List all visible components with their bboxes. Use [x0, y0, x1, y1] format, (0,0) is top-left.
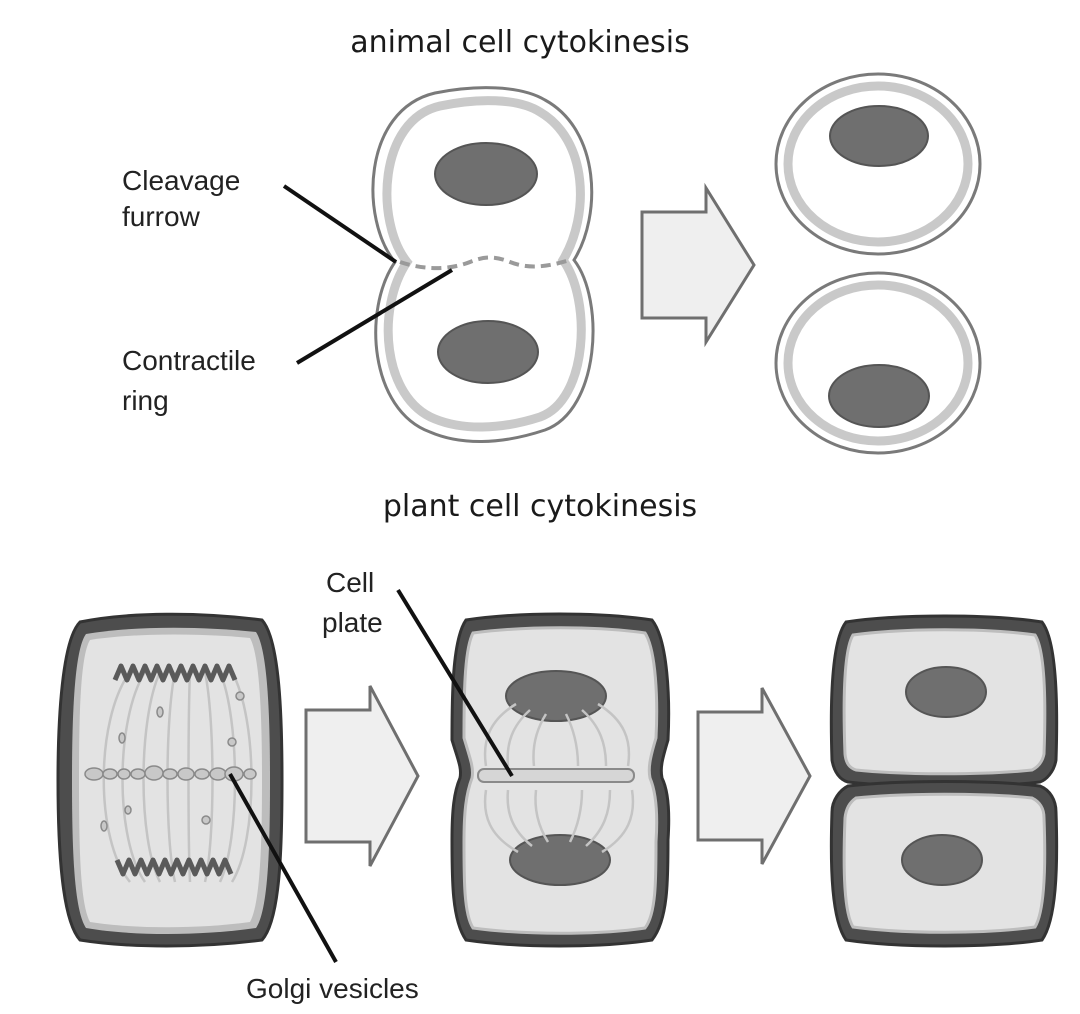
plant-cell-early: [56, 612, 284, 948]
chromosomes-bottom: [114, 857, 234, 877]
plant-progress-arrow-2: [696, 687, 812, 865]
cell-plate-label-line2: plate: [322, 607, 383, 638]
contractile-ring-leader-line: [295, 268, 454, 365]
animal-section-title: animal cell cytokinesis: [350, 25, 690, 60]
animal-daughter-cell-bottom-membrane: [783, 280, 973, 446]
plant-cell-dividing-nucleus-top: [505, 670, 607, 722]
spindle-fibers-dividing: [483, 702, 635, 854]
contractile-ring: [399, 255, 571, 271]
cleavage-furrow-leader-line: [282, 184, 398, 264]
plant-cell-early-cytoplasm: [79, 634, 262, 928]
animal-daughter-cell-bottom-outer: [774, 271, 982, 455]
contractile-ring-label-line2: ring: [122, 385, 169, 416]
cell-plate-leader-line: [396, 588, 514, 778]
animal-dividing-cell-nucleus-top: [434, 142, 538, 206]
cell-plate-label-line1: Cell: [326, 567, 374, 598]
golgi-vesicles: [84, 691, 257, 832]
plant-cell-dividing-nucleus-bottom: [509, 834, 611, 886]
cell-plate-label: Cell plate: [322, 567, 383, 638]
cleavage-furrow-label: Cleavage furrow: [122, 165, 248, 232]
golgi-vesicles-leader-line: [228, 773, 338, 963]
animal-progress-arrow: [640, 182, 756, 348]
cell-plate: [477, 768, 635, 783]
plant-progress-arrow-1: [304, 685, 420, 867]
animal-daughter-cell-bottom: [774, 271, 982, 455]
plant-daughter-cell-bottom: [829, 780, 1059, 948]
golgi-vesicles-label: Golgi vesicles: [246, 973, 419, 1004]
plant-daughter-cell-top-nucleus: [905, 666, 987, 718]
animal-daughter-cell-top: [774, 72, 982, 256]
contractile-ring-label: Contractile ring: [122, 345, 264, 416]
contractile-ring-label-line1: Contractile: [122, 345, 256, 376]
animal-dividing-cell: [371, 86, 595, 443]
cleavage-furrow-label-line2: furrow: [122, 201, 201, 232]
cleavage-furrow-label-line1: Cleavage: [122, 165, 240, 196]
animal-dividing-cell-nucleus-bottom: [437, 320, 539, 384]
plant-cell-dividing: [450, 612, 671, 948]
animal-daughter-cell-bottom-nucleus: [828, 364, 930, 428]
animal-daughter-cell-top-nucleus: [829, 105, 929, 167]
chromosomes-top: [112, 663, 238, 683]
plant-daughter-cell-bottom-nucleus: [901, 834, 983, 886]
plant-daughter-cell-top: [829, 614, 1059, 788]
plant-section-title: plant cell cytokinesis: [383, 489, 697, 524]
animal-daughter-cell-top-membrane: [783, 81, 973, 247]
